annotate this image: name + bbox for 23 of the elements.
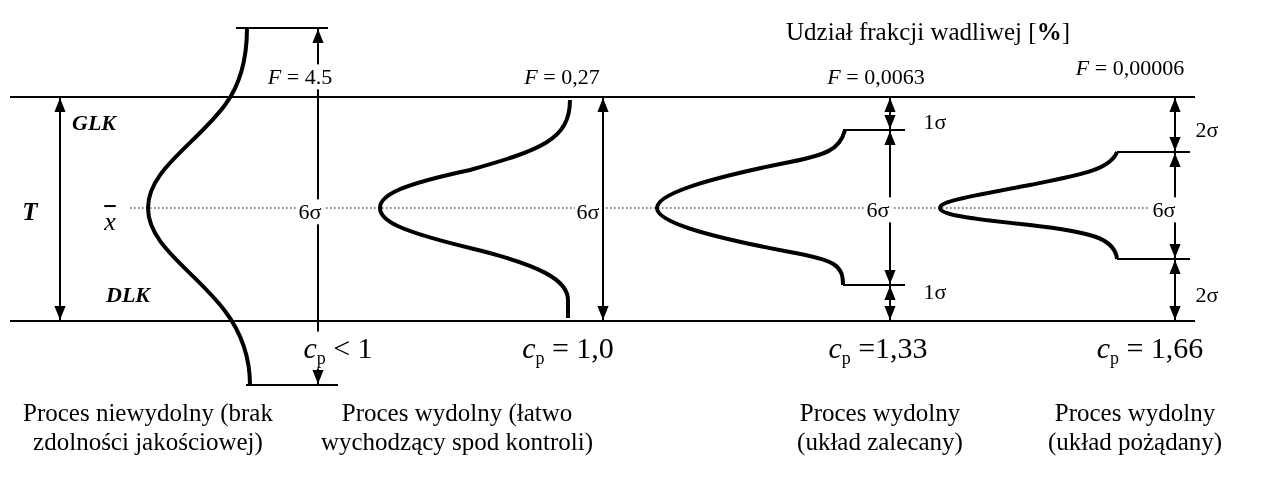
defect-fraction-value: F = 0,27 <box>523 64 601 90</box>
sigma-label: 6σ <box>296 199 324 225</box>
process-caption: Proces wydolny (układ pożądany) <box>1046 399 1224 457</box>
defect-fraction-value: F = 0,0063 <box>826 64 926 90</box>
process-caption: Proces niewydolny (brak zdolności jakościowej) <box>22 399 274 457</box>
sigma-label: 1σ <box>922 279 948 305</box>
process-caption: Proces wydolny (łatwo wychodzący spod kontroli) <box>319 399 595 457</box>
process-caption: Proces wydolny (układ zalecany) <box>796 399 964 457</box>
mean-symbol: x <box>103 207 117 237</box>
capability-index: c$_{p}$ =1,33 <box>827 331 929 369</box>
sigma-label: 2σ <box>1194 117 1220 143</box>
sigma-label: 6σ <box>1150 197 1178 223</box>
lower-limit-label: DLK <box>105 282 152 308</box>
chart-heading: Udział frakcji wadliwej [%] <box>785 17 1071 47</box>
upper-limit-label: GLK <box>71 110 118 136</box>
defect-fraction-value: F = 0,00006 <box>1074 55 1186 81</box>
capability-index: c$_{p}$ = 1,0 <box>521 331 615 369</box>
defect-fraction-value: F = 4.5 <box>265 64 335 90</box>
capability-index: c$_{p}$ = 1,66 <box>1095 331 1205 369</box>
sigma-label: 6σ <box>864 197 892 223</box>
tolerance-label: T <box>21 197 40 227</box>
sigma-label: 1σ <box>922 109 948 135</box>
sigma-label: 2σ <box>1194 282 1220 308</box>
